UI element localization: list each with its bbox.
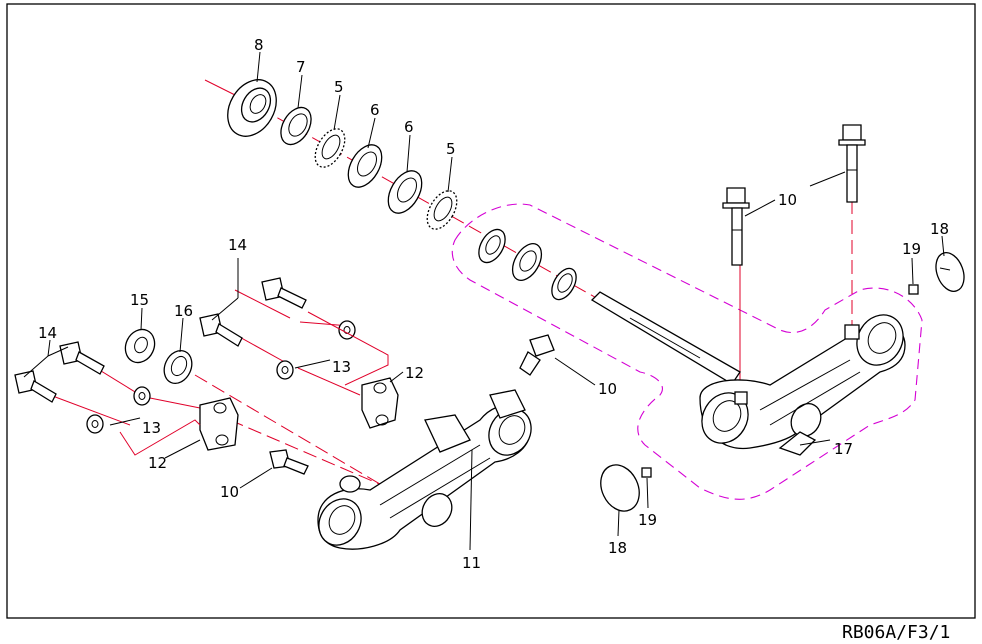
- callout-17: 17: [834, 440, 853, 458]
- callout-7: 7: [296, 58, 306, 76]
- callout-10-lower: 10: [220, 483, 239, 501]
- leader-lines: [23, 51, 945, 551]
- callout-13-lower: 13: [142, 419, 161, 437]
- callout-18-lower: 18: [608, 539, 627, 557]
- callout-11: 11: [462, 554, 481, 572]
- callout-5-lower: 5: [446, 140, 456, 158]
- short-bolt-part-10-d: [269, 449, 309, 475]
- washer-part-13-c: [133, 386, 151, 406]
- short-bolt-part-10-c: [519, 334, 555, 376]
- nut-part-19-right: [908, 284, 919, 295]
- callout-13-upper: 13: [332, 358, 351, 376]
- race-part-6-upper: [347, 144, 383, 188]
- callout-12-upper: 12: [405, 364, 424, 382]
- drawing-frame: [6, 3, 976, 619]
- nut-part-19-lower: [641, 467, 652, 478]
- clamp-part-12-upper: [361, 377, 399, 429]
- race-part-6-lower: [387, 170, 423, 214]
- washer-part-13-b: [276, 360, 294, 380]
- callout-12-lower: 12: [148, 454, 167, 472]
- kit-washer-b: [551, 267, 577, 301]
- bolt-part-14-d: [14, 370, 57, 403]
- callout-19-right: 19: [902, 240, 921, 258]
- clamp-part-12-lower: [199, 397, 239, 451]
- kit-seal: [478, 228, 506, 264]
- bearing-part-5-upper: [314, 128, 346, 168]
- kit-washer-a: [511, 243, 543, 281]
- kit-outline: [451, 203, 923, 500]
- callout-16: 16: [174, 302, 193, 320]
- callout-14-lower: 14: [38, 324, 57, 342]
- drawing-reference: RB06A/F3/1: [842, 622, 950, 643]
- cap-part-18-lower: [600, 464, 640, 512]
- upper-triple-clamp-part-11: [317, 389, 532, 550]
- bolt-part-14-c: [59, 341, 105, 375]
- bearing-part-5-lower: [426, 190, 458, 230]
- callout-10-upper-a: 10: [778, 191, 797, 209]
- callout-6-lower: 6: [404, 118, 414, 136]
- washer-part-13-d: [86, 414, 104, 434]
- callout-8: 8: [254, 36, 264, 54]
- washer-part-16: [163, 349, 193, 385]
- nut-part-8: [227, 79, 277, 137]
- cap-part-18-right: [935, 252, 965, 292]
- long-bolt-part-10-a: [722, 187, 750, 266]
- nut-part-15: [124, 328, 156, 364]
- callout-14-upper: 14: [228, 236, 247, 254]
- callout-6-upper: 6: [370, 101, 380, 119]
- long-bolt-part-10-b: [838, 124, 866, 203]
- callout-18-right: 18: [930, 220, 949, 238]
- clamp-brackets: [119, 311, 389, 456]
- callout-19-lower: 19: [638, 511, 657, 529]
- bolt-part-14-b: [199, 313, 243, 347]
- callout-15: 15: [130, 291, 149, 309]
- callout-5-upper: 5: [334, 78, 344, 96]
- callout-10-middle: 10: [598, 380, 617, 398]
- lower-triple-clamp-part-17: [590, 291, 906, 456]
- bolt-part-14-a: [261, 277, 307, 309]
- seal-part-7: [280, 106, 312, 146]
